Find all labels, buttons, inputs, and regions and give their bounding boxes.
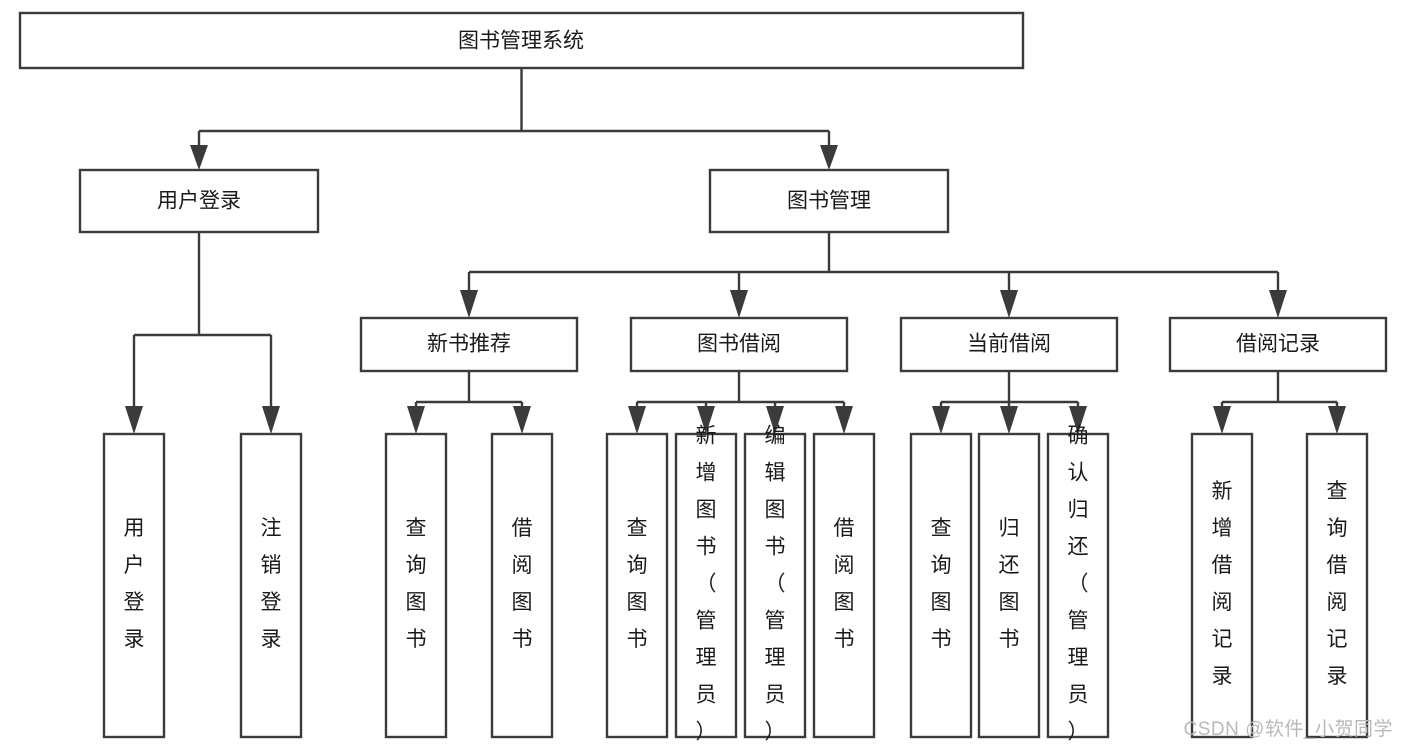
node-current-borrow-box[interactable] (899, 316, 1119, 373)
node-new-book-recommend-label: 新书推荐 (427, 333, 511, 356)
node-leaf-return-book-label: 归还图书 (999, 517, 1020, 651)
arrowhead-borrow-record (1269, 290, 1287, 318)
node-user-login-box[interactable] (78, 168, 320, 234)
node-borrow-record[interactable]: 借阅记录 (1168, 316, 1388, 373)
arrowhead-leaf-query-record (1328, 406, 1346, 434)
node-leaf-confirm-return[interactable]: 确认归还（管理员） (1046, 425, 1110, 744)
node-borrow-record-box[interactable] (1168, 316, 1388, 373)
node-leaf-add-book-box[interactable] (674, 432, 738, 739)
arrowhead-leaf-edit-book (766, 406, 784, 434)
node-leaf-add-book-label: 新增图书（管理员） (696, 425, 717, 744)
node-leaf-query-book-2-label: 查询图书 (627, 517, 648, 651)
arrowhead-leaf-user-logout (262, 406, 280, 434)
arrowhead-user-login (190, 145, 208, 170)
node-leaf-add-book[interactable]: 新增图书（管理员） (674, 425, 738, 744)
connector-layer (125, 68, 1346, 434)
node-leaf-confirm-return-box[interactable] (1046, 432, 1110, 739)
arrowhead-leaf-confirm-return (1069, 406, 1087, 434)
node-root[interactable]: 图书管理系统 (18, 11, 1025, 70)
arrowhead-book-borrow (730, 290, 748, 318)
node-leaf-user-login[interactable]: 用户登录 (102, 432, 166, 739)
node-leaf-query-book-2[interactable]: 查询图书 (605, 432, 669, 739)
node-leaf-user-logout-box[interactable] (239, 432, 303, 739)
arrowhead-current-borrow (1000, 290, 1018, 318)
node-leaf-confirm-return-label: 确认归还（管理员） (1068, 425, 1089, 744)
node-leaf-query-book-2-box[interactable] (605, 432, 669, 739)
node-current-borrow-label: 当前借阅 (967, 333, 1051, 356)
node-leaf-add-record-label: 新增借阅记录 (1212, 480, 1233, 688)
node-book-borrow-label: 图书借阅 (697, 333, 781, 356)
node-leaf-edit-book-label: 编辑图书（管理员） (765, 425, 786, 744)
node-leaf-query-record-box[interactable] (1305, 432, 1369, 739)
node-leaf-user-login-label: 用户登录 (124, 517, 145, 651)
node-user-login-label: 用户登录 (157, 190, 241, 213)
arrowhead-leaf-user-login (125, 406, 143, 434)
node-leaf-query-book-3-label: 查询图书 (931, 517, 952, 651)
arrowhead-leaf-add-record (1213, 406, 1231, 434)
node-leaf-borrow-book-2-box[interactable] (812, 432, 876, 739)
csdn-watermark: CSDN @软件_小贺同学 (1183, 719, 1393, 740)
arrowhead-leaf-query-book-1 (407, 406, 425, 434)
node-new-book-recommend-box[interactable] (359, 316, 579, 373)
arrowhead-leaf-query-book-3 (932, 406, 950, 434)
node-leaf-add-record-box[interactable] (1190, 432, 1254, 739)
node-borrow-record-label: 借阅记录 (1236, 333, 1320, 356)
node-leaf-query-book-1-label: 查询图书 (406, 517, 427, 651)
node-leaf-borrow-book-2-label: 借阅图书 (834, 517, 855, 651)
node-book-manage-box[interactable] (708, 168, 950, 234)
node-leaf-user-logout-label: 注销登录 (261, 517, 282, 651)
node-leaf-query-record-label: 查询借阅记录 (1327, 480, 1348, 688)
node-book-borrow[interactable]: 图书借阅 (629, 316, 849, 373)
node-book-manage-label: 图书管理 (787, 190, 871, 213)
node-leaf-query-book-3[interactable]: 查询图书 (909, 432, 973, 739)
node-leaf-borrow-book-1-box[interactable] (490, 432, 554, 739)
arrowhead-leaf-add-book (697, 406, 715, 434)
arrowhead-book-manage (820, 145, 838, 170)
node-book-manage[interactable]: 图书管理 (708, 168, 950, 234)
node-leaf-query-book-3-box[interactable] (909, 432, 973, 739)
arrowhead-new-book-recommend (460, 290, 478, 318)
node-leaf-user-login-box[interactable] (102, 432, 166, 739)
node-leaf-edit-book[interactable]: 编辑图书（管理员） (743, 425, 807, 744)
node-leaf-borrow-book-1-label: 借阅图书 (512, 517, 533, 651)
node-user-login[interactable]: 用户登录 (78, 168, 320, 234)
node-current-borrow[interactable]: 当前借阅 (899, 316, 1119, 373)
node-root-label: 图书管理系统 (458, 30, 584, 53)
node-leaf-query-book-1[interactable]: 查询图书 (384, 432, 448, 739)
node-leaf-edit-book-box[interactable] (743, 432, 807, 739)
node-leaf-borrow-book-1[interactable]: 借阅图书 (490, 432, 554, 739)
node-leaf-return-book-box[interactable] (977, 432, 1041, 739)
arrowhead-leaf-borrow-book-2 (835, 406, 853, 434)
node-leaf-user-logout[interactable]: 注销登录 (239, 432, 303, 739)
node-book-borrow-box[interactable] (629, 316, 849, 373)
arrowhead-leaf-borrow-book-1 (513, 406, 531, 434)
arrowhead-leaf-query-book-2 (628, 406, 646, 434)
node-new-book-recommend[interactable]: 新书推荐 (359, 316, 579, 373)
node-root-box[interactable] (18, 11, 1025, 70)
node-leaf-query-record[interactable]: 查询借阅记录 (1305, 432, 1369, 739)
node-leaf-add-record[interactable]: 新增借阅记录 (1190, 432, 1254, 739)
node-leaf-query-book-1-box[interactable] (384, 432, 448, 739)
arrowhead-leaf-return-book (1000, 406, 1018, 434)
node-leaf-borrow-book-2[interactable]: 借阅图书 (812, 432, 876, 739)
node-leaf-return-book[interactable]: 归还图书 (977, 432, 1041, 739)
